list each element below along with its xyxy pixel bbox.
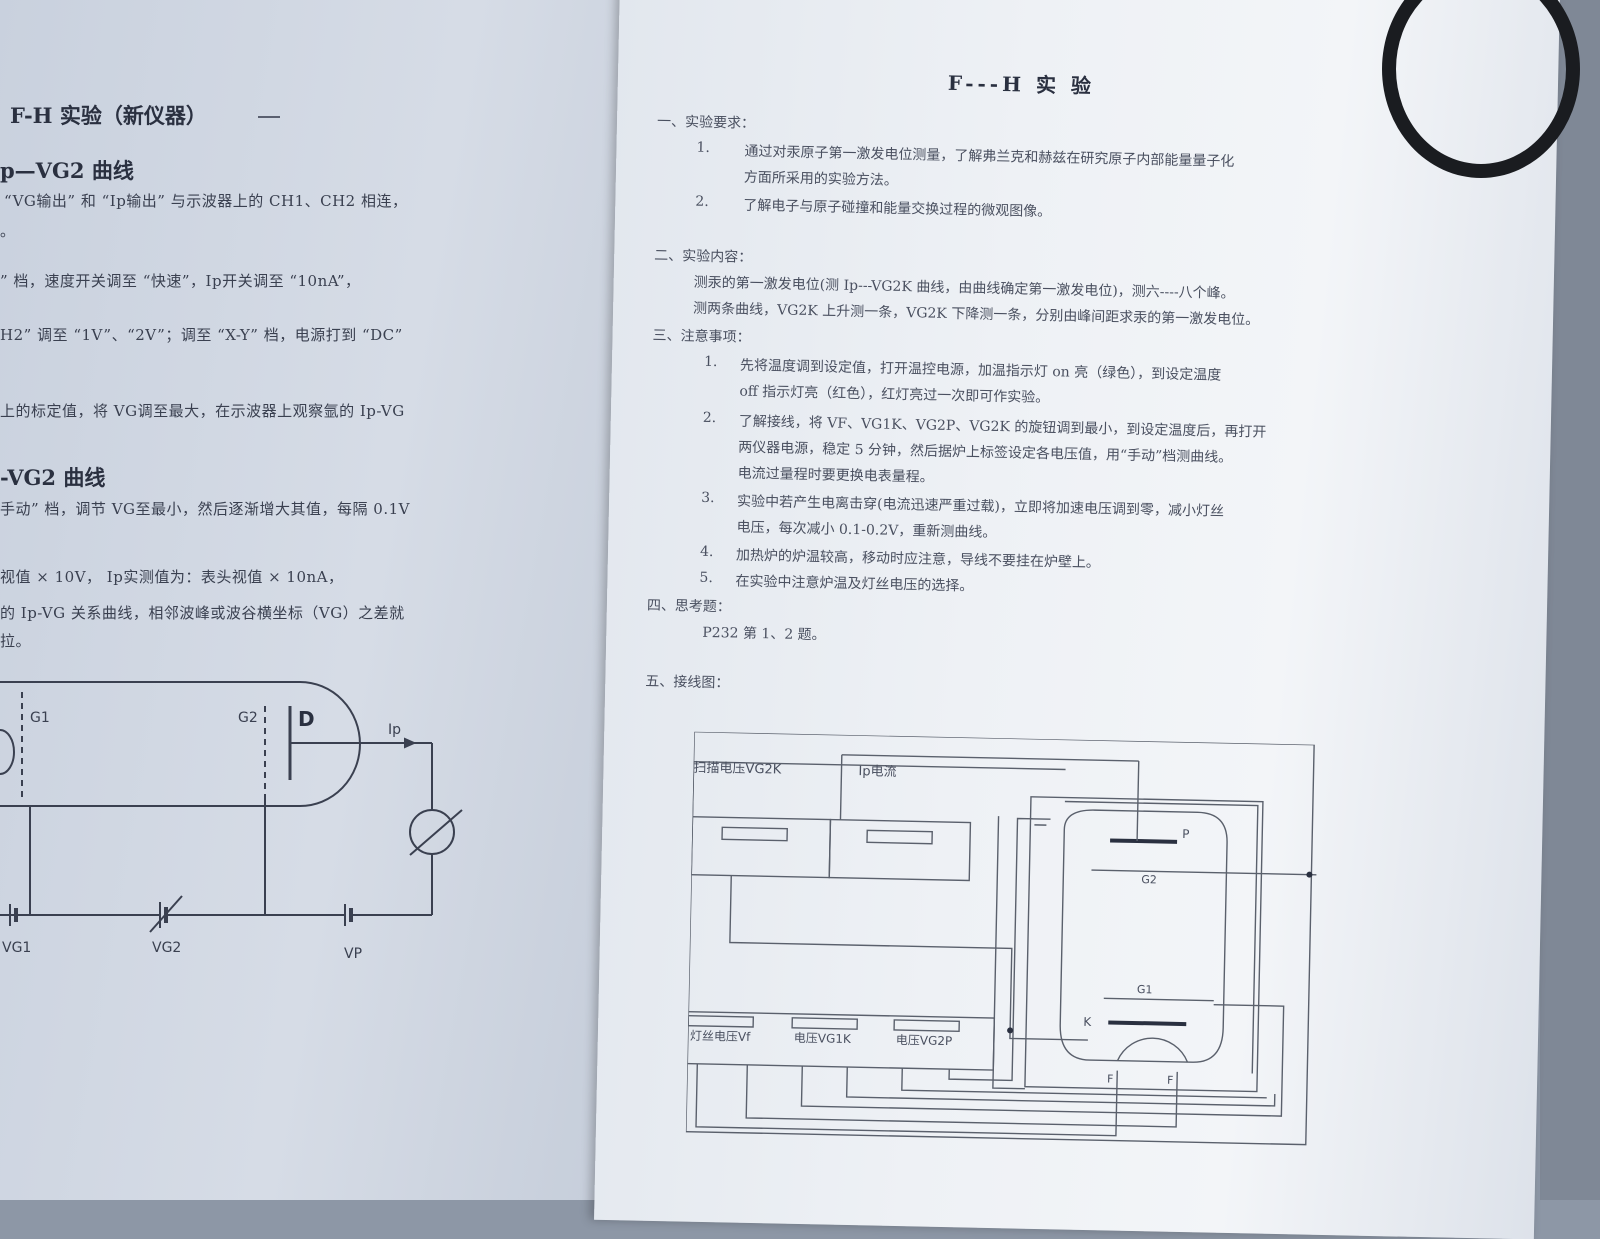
- item-line: 两仪器电源，稳定 5 分钟，然后据炉上标签设定各电压值，用“手动”档测曲线。: [738, 437, 1232, 467]
- item-number: 4.: [700, 544, 714, 560]
- vg2p-display: [894, 1020, 959, 1031]
- item-line: 先将温度调到设定值，打开温控电源，加温指示灯 on 亮（绿色），到设定温度: [740, 355, 1222, 385]
- item-line: off 指示灯亮（红色），红灯亮过一次即可作实验。: [739, 381, 1049, 407]
- right-title: F---H 实 验: [948, 67, 1096, 99]
- ip-display: [867, 830, 932, 843]
- right-sheet: F---H 实 验 一、实验要求： 1. 通过对汞原子第一激发电位测量，了解弗兰…: [594, 0, 1560, 1239]
- plate-wire: [1137, 761, 1139, 841]
- left-line: H2” 调至 “1V”、“2V”；调至 “X-Y” 档，电源打到 “DC”: [0, 324, 403, 345]
- label-vg1k: 电压VG1K: [794, 1031, 852, 1046]
- content-line: 测汞的第一激发电位(测 Ip---VG2K 曲线，由曲线确定第一激发电位)，测六…: [693, 272, 1234, 303]
- left-line: 上的标定值，将 VG调至最大，在示波器上观察氩的 Ip-VG: [0, 400, 405, 421]
- item-line: 了解电子与原子碰撞和能量交换过程的微观图像。: [743, 195, 1051, 221]
- item-line: 了解接线，将 VF、VG1K、VG2P、VG2K 的旋钮调到最小，到设定温度后，…: [739, 411, 1267, 442]
- item-number: 5.: [699, 570, 713, 586]
- scan-wire: [728, 876, 1091, 1041]
- left-section1-heading: p—VG2 曲线: [0, 155, 134, 185]
- section3-label: 三、注意事项：: [652, 325, 750, 347]
- item-number: 1.: [696, 140, 710, 156]
- left-title: F-H 实验（新仪器）: [10, 100, 207, 130]
- label-g2: G2: [1141, 873, 1157, 886]
- left-line: “VG输出” 和 “Ip输出” 与示波器上的 CH1、CH2 相连，: [4, 190, 407, 211]
- item-line: 电流过量程时要更换电表量程。: [738, 463, 934, 487]
- left-line: 视值 × 10V， Ip实测值为：表头视值 × 10nA，: [0, 566, 344, 587]
- label-f1: F: [1107, 1072, 1114, 1085]
- label-p: P: [1182, 827, 1190, 841]
- left-line: ” 档，速度开关调至 “快速”，Ip开关调至 “10nA”，: [0, 270, 361, 291]
- label-g1: G1: [30, 710, 50, 726]
- content-line: 测两条曲线，VG2K 上升测一条，VG2K 下降测一条，分别由峰间距求汞的第一激…: [693, 298, 1260, 330]
- item-line: 通过对汞原子第一激发电位测量，了解弗兰克和赫兹在研究原子内部能量量子化: [744, 141, 1234, 171]
- left-sheet: F-H 实验（新仪器） p—VG2 曲线 “VG输出” 和 “Ip输出” 与示波…: [0, 0, 650, 1200]
- outer-frame: [686, 732, 1314, 1145]
- label-vg2p: 电压VG2P: [896, 1033, 953, 1048]
- label-g2: G2: [238, 710, 258, 726]
- left-section2-heading: -VG2 曲线: [0, 462, 105, 492]
- item-line: 方面所采用的实验方法。: [744, 167, 898, 190]
- ammeter: [410, 810, 454, 854]
- item-line: 加热炉的炉温较高，移动时应注意，导线不要挂在炉壁上。: [736, 545, 1100, 573]
- left-line: 拉。: [0, 630, 31, 651]
- wiring-diagram: 扫描电压VG2K Ip电流 P G2 G1 K F F 灯丝电压Vf 电压VG1…: [685, 732, 1334, 1165]
- thinking-question: P232 第 1、2 题。: [702, 622, 826, 645]
- scan-voltage-box: [685, 816, 830, 877]
- ip-current-box: [829, 820, 970, 881]
- left-line: 。: [0, 220, 16, 241]
- section2-label: 二、实验内容：: [654, 245, 752, 267]
- left-line: 手动” 档，调节 VG至最小，然后逐渐增大其值，每隔 0.1V: [0, 498, 410, 519]
- section5-label: 五、接线图：: [645, 671, 729, 693]
- item-number: 2.: [703, 410, 717, 426]
- vf-display: [688, 1016, 753, 1027]
- ip-wire: [842, 755, 1139, 761]
- scan-display: [722, 827, 787, 840]
- label-scan-voltage: 扫描电压VG2K: [693, 761, 782, 778]
- section4-label: 四、思考题：: [647, 595, 731, 617]
- left-line: 的 Ip-VG 关系曲线，相邻波峰或波谷横坐标（VG）之差就: [0, 602, 405, 623]
- item-line: 电压，每次减小 0.1-0.2V，重新测曲线。: [736, 517, 996, 542]
- grid-g1: [1104, 998, 1214, 1000]
- label-plate: D: [298, 707, 315, 731]
- g2-wire: [1091, 870, 1316, 875]
- item-number: 1.: [704, 354, 718, 370]
- vg1k-display: [792, 1018, 857, 1029]
- cathode-k: [1108, 1022, 1186, 1024]
- label-g1: G1: [1137, 983, 1153, 996]
- label-f2: F: [1167, 1074, 1174, 1087]
- left-circuit-diagram: G1 G2 D Ip VG1 VG2 VP: [0, 670, 650, 970]
- label-vp: VP: [344, 946, 362, 962]
- label-ip-current: Ip电流: [858, 764, 896, 780]
- plate-p: [1110, 840, 1177, 841]
- item-number: 3.: [701, 490, 715, 506]
- label-vg1: VG1: [2, 940, 31, 956]
- cathode: [0, 730, 14, 774]
- item-line: 实验中若产生电离击穿(电流迅速严重过载)，立即将加速电压调到零，减小灯丝: [737, 491, 1224, 521]
- label-filament-voltage: 灯丝电压Vf: [690, 1029, 751, 1044]
- label-k: K: [1083, 1015, 1092, 1029]
- tube-base: [1117, 1037, 1187, 1062]
- item-line: 在实验中注意炉温及灯丝电压的选择。: [735, 571, 973, 596]
- label-vg2: VG2: [152, 940, 181, 956]
- current-arrow: [405, 739, 414, 747]
- dash-mark: [258, 116, 280, 118]
- item-number: 2.: [695, 194, 709, 210]
- section1-label: 一、实验要求：: [657, 111, 755, 133]
- label-ip: Ip: [388, 722, 401, 738]
